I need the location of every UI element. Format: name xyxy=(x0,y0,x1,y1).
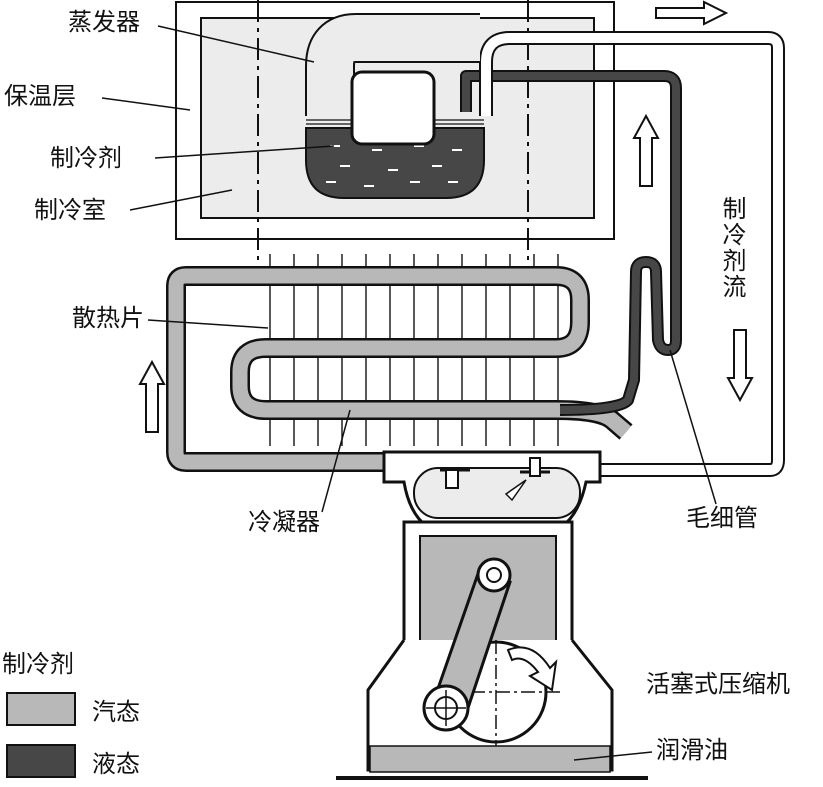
flow-arrow-down-right xyxy=(726,329,754,403)
label-insulation: 保温层 xyxy=(4,82,76,110)
legend-title: 制冷剂 xyxy=(2,650,74,678)
label-capillary: 毛细管 xyxy=(686,504,758,532)
legend-label-vapor: 汽态 xyxy=(92,698,140,726)
legend-label-liquid: 液态 xyxy=(92,750,140,778)
flow-arrow-top-right xyxy=(655,0,729,26)
flow-arrow-up-right xyxy=(632,113,660,187)
legend-swatch-liquid xyxy=(6,744,76,778)
evaporator-block xyxy=(350,70,436,146)
label-chamber: 制冷室 xyxy=(34,196,106,224)
lubricating-oil xyxy=(369,745,611,773)
evaporator-liquid xyxy=(305,127,485,199)
label-refrigerant: 制冷剂 xyxy=(50,144,122,172)
label-fins: 散热片 xyxy=(72,304,144,332)
flow-arrow-up-left xyxy=(138,359,166,433)
legend-swatch-vapor xyxy=(6,692,76,726)
label-refrigerant-flow: 制冷剂流 xyxy=(718,196,746,300)
label-evaporator: 蒸发器 xyxy=(68,8,140,36)
label-compressor: 活塞式压缩机 xyxy=(646,670,790,698)
label-condenser: 冷凝器 xyxy=(248,508,320,536)
rotation-arrow xyxy=(506,646,558,692)
label-lubricating-oil: 润滑油 xyxy=(656,736,728,764)
